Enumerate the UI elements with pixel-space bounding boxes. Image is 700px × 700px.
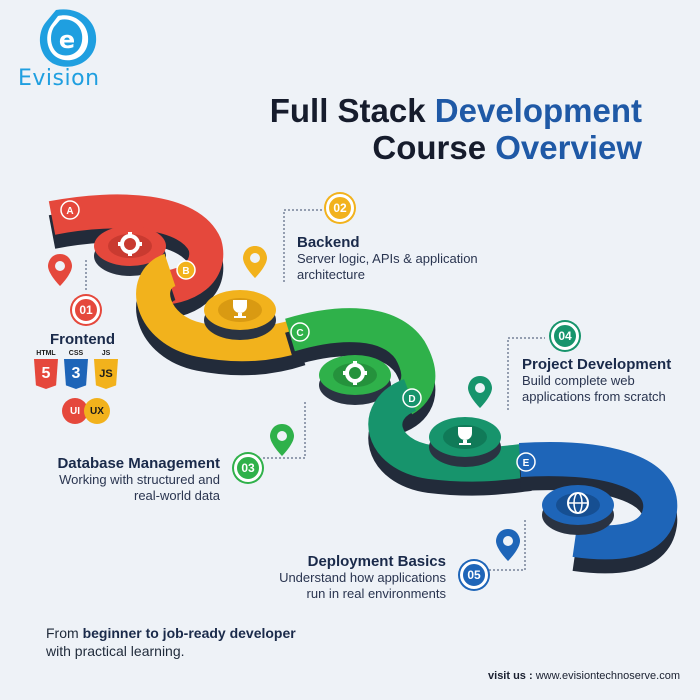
css3-icon: 3 [64, 359, 88, 389]
logo-text: Evision [18, 66, 100, 91]
page-title: Full Stack Development Course Overview [270, 92, 642, 166]
path-letter-c: C [290, 322, 310, 342]
section-title-deployment: Deployment Basics [307, 553, 446, 570]
path-segment-e [518, 442, 678, 574]
section-project: Project Development Build complete web a… [522, 356, 671, 405]
trophy-icon [233, 300, 247, 318]
frontend-tech-icons: HTML 5 CSS 3 JS JS [34, 350, 118, 389]
title-part2: Development [434, 92, 642, 129]
section-desc-database-1: Working with structured and [59, 472, 220, 487]
trophy-icon [458, 427, 472, 445]
html5-icon: 5 [34, 359, 58, 389]
path-letter-d: D [402, 388, 422, 408]
step-badge-05: 05 [460, 561, 488, 589]
section-title-database: Database Management [57, 455, 220, 472]
map-pin-icon [468, 376, 492, 408]
section-desc-project-1: Build complete web [522, 373, 635, 388]
step-badge-03: 03 [234, 454, 262, 482]
tagline: From beginner to job-ready developer wit… [46, 625, 296, 659]
title-part4: Overview [495, 129, 642, 166]
visit-label: visit us : [488, 670, 533, 682]
path-segment-d [368, 379, 532, 496]
tagline-bold: beginner to job-ready developer [82, 625, 296, 641]
title-part1: Full Stack [269, 92, 426, 129]
ui-badge: UI [62, 398, 88, 424]
path-segment-a [48, 194, 224, 320]
svg-text:A: A [66, 206, 73, 217]
section-desc-backend-2: architecture [297, 267, 365, 282]
svg-text:E: E [523, 458, 530, 469]
logo-letter: e [59, 26, 75, 54]
step-badge-02: 02 [326, 194, 354, 222]
gear-icon [343, 361, 367, 385]
map-pin-icon [243, 246, 267, 278]
map-pin-icon [496, 529, 520, 561]
section-title-backend: Backend [297, 234, 360, 251]
logo: e Evision [16, 6, 126, 96]
section-backend: Backend Server logic, APIs & application… [297, 234, 478, 283]
step-badge-01: 01 [72, 296, 100, 324]
section-desc-backend-1: Server logic, APIs & application [297, 251, 478, 266]
section-database: Database Management Working with structu… [30, 455, 220, 504]
section-desc-deployment-2: run in real environments [306, 586, 446, 601]
section-desc-database-2: real-world data [134, 488, 220, 503]
section-desc-project-2: applications from scratch [522, 389, 666, 404]
title-part3: Course [372, 129, 487, 166]
logo-mark-icon: e [39, 9, 97, 67]
svg-text:D: D [408, 394, 415, 405]
gear-icon [118, 232, 142, 256]
tagline-line2: with practical learning. [46, 643, 185, 659]
js-icon: JS [94, 359, 118, 389]
css3-logo: CSS 3 [64, 350, 88, 389]
svg-text:B: B [182, 266, 189, 277]
ux-badge: UX [84, 398, 110, 424]
website-footer: visit us : www.evisiontechnoserve.com [488, 670, 680, 682]
html5-logo: HTML 5 [34, 350, 58, 389]
path-letter-a: A [60, 200, 80, 220]
website-link[interactable]: www.evisiontechnoserve.com [535, 670, 680, 682]
section-deployment: Deployment Basics Understand how applica… [246, 553, 446, 602]
globe-icon [567, 492, 589, 514]
step-badge-04: 04 [551, 322, 579, 350]
path-letter-b: B [176, 260, 196, 280]
js-logo: JS JS [94, 350, 118, 389]
section-title-frontend: Frontend [50, 331, 115, 348]
path-letter-e: E [516, 452, 536, 472]
section-desc-deployment-1: Understand how applications [279, 570, 446, 585]
map-pin-icon [270, 424, 294, 456]
map-pin-icon [48, 254, 72, 286]
section-title-project: Project Development [522, 356, 672, 373]
connector-lines [85, 209, 545, 571]
svg-text:C: C [296, 328, 303, 339]
